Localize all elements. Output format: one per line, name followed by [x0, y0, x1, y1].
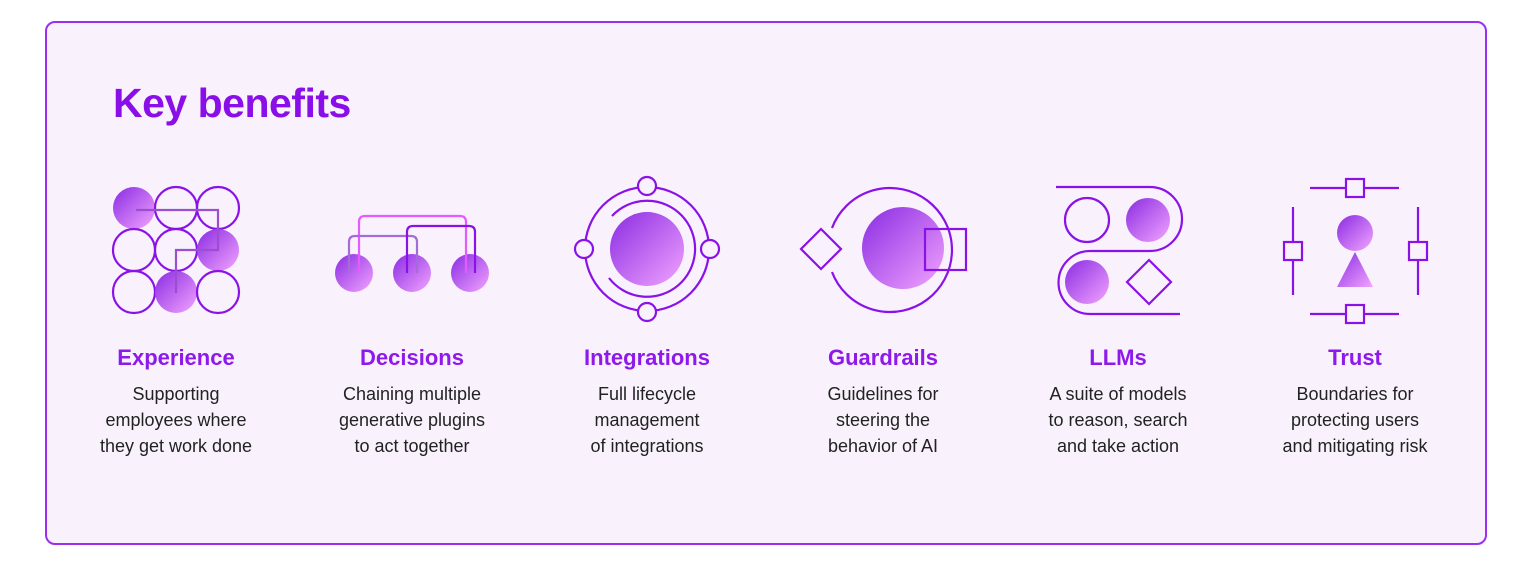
benefit-trust: Trust Boundaries for protecting users an… — [1235, 343, 1475, 459]
benefit-description: Full lifecycle management of integration… — [527, 381, 767, 459]
benefit-heading: Integrations — [584, 345, 710, 370]
benefit-heading: Guardrails — [827, 345, 939, 370]
benefit-heading: Trust — [1328, 345, 1382, 370]
desc-line: and mitigating risk — [1282, 436, 1428, 456]
benefit-heading: Experience — [117, 345, 235, 370]
models-track-icon — [1056, 185, 1184, 316]
desc-line: employees where — [105, 410, 247, 430]
desc-line: Supporting — [132, 384, 220, 404]
desc-line: and take action — [1056, 436, 1180, 456]
desc-line: generative plugins — [338, 410, 486, 430]
grid-circles-icon — [111, 185, 241, 315]
benefit-heading: Decisions — [360, 345, 464, 370]
chained-nodes-icon — [335, 214, 489, 292]
page-title: Key benefits — [113, 80, 351, 126]
benefit-description: Guidelines for steering the behavior of … — [763, 381, 1003, 459]
person-boundary-icon — [1282, 177, 1429, 325]
benefit-llms: LLMs A suite of models to reason, search… — [998, 343, 1238, 459]
desc-line: Boundaries for — [1296, 384, 1414, 404]
orbit-icon — [573, 175, 721, 323]
desc-line: Chaining multiple — [342, 384, 482, 404]
benefit-description: Supporting employees where they get work… — [56, 381, 296, 459]
desc-line: A suite of models — [1049, 384, 1187, 404]
benefit-heading: LLMs — [1089, 345, 1147, 370]
desc-line: to act together — [354, 436, 470, 456]
benefit-description: Chaining multiple generative plugins to … — [292, 381, 532, 459]
benefit-experience: Experience Supporting employees where th… — [56, 343, 296, 459]
desc-line: steering the — [835, 410, 931, 430]
desc-line: to reason, search — [1048, 410, 1188, 430]
desc-line: protecting users — [1290, 410, 1420, 430]
benefits-panel — [45, 21, 1487, 545]
desc-line: behavior of AI — [827, 436, 939, 456]
desc-line: management — [594, 410, 700, 430]
desc-line: they get work done — [99, 436, 253, 456]
benefit-description: Boundaries for protecting users and miti… — [1235, 381, 1475, 459]
benefit-description: A suite of models to reason, search and … — [998, 381, 1238, 459]
desc-line: Full lifecycle — [597, 384, 697, 404]
benefit-guardrails: Guardrails Guidelines for steering the b… — [763, 343, 1003, 459]
guardrail-icon — [799, 186, 968, 314]
desc-line: of integrations — [590, 436, 704, 456]
benefit-integrations: Integrations Full lifecycle management o… — [527, 343, 767, 459]
benefit-decisions: Decisions Chaining multiple generative p… — [292, 343, 532, 459]
desc-line: Guidelines for — [827, 384, 939, 404]
